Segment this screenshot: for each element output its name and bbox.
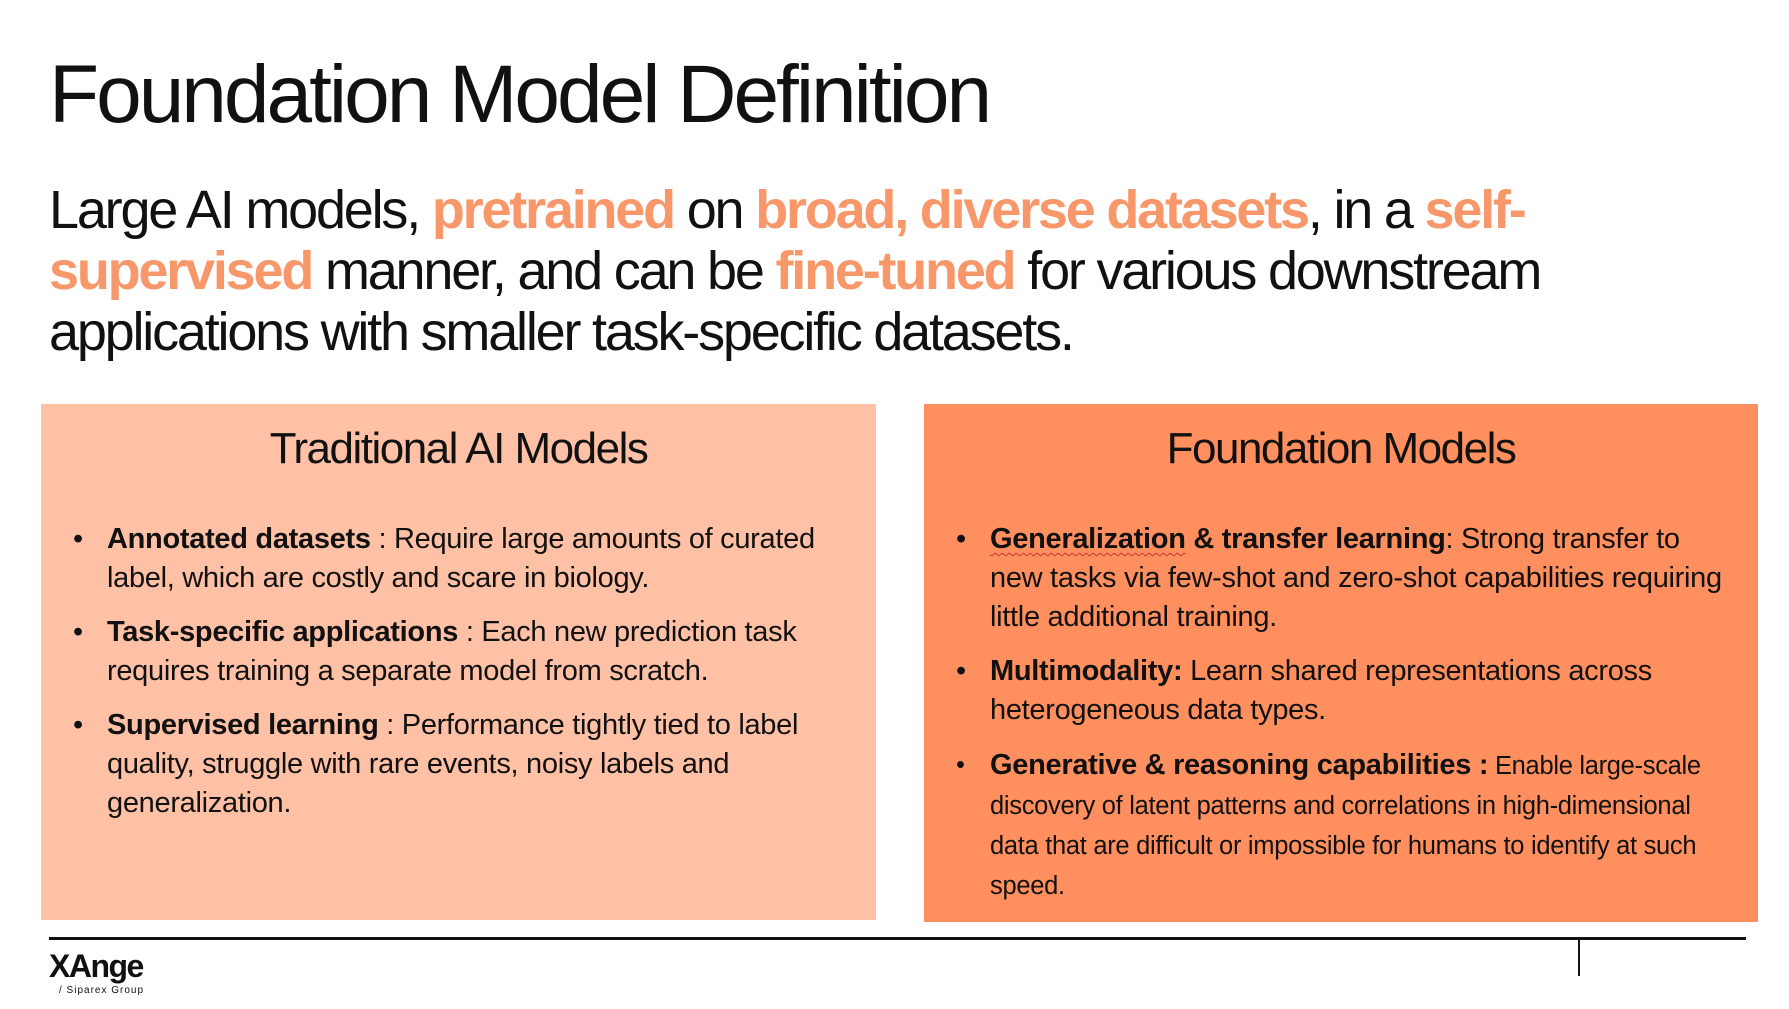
list-item: • Generative & reasoning capabilities : E…: [956, 745, 1728, 906]
list-item: • Multimodality: Learn shared representat…: [956, 652, 1728, 730]
highlight-fine-tuned: fine-tuned: [775, 241, 1017, 301]
xange-logo: XAnge / Siparex Group: [49, 948, 144, 996]
panel-heading: Traditional AI Models: [269, 424, 649, 473]
highlight-self-supervised: self-supervised: [49, 180, 1527, 301]
logo-subtext: / Siparex Group: [59, 985, 145, 996]
bullet-icon: •: [73, 616, 83, 648]
item-term: Annotated datasets: [107, 523, 371, 555]
bullet-icon: •: [956, 523, 966, 555]
traditional-models-panel: Traditional AI Models • Annotated dataset…: [41, 404, 876, 920]
list-item: • Task-specific applications : Each new p…: [73, 613, 846, 691]
item-term: Task-specific applications: [107, 616, 459, 648]
footer-tick: [1578, 938, 1580, 976]
item-term: Generalization: [990, 523, 1186, 555]
definition-text: Large AI models, pretrained on broad, di…: [49, 180, 1609, 363]
list-item: • Generalization & transfer learning: Str…: [956, 520, 1728, 637]
list-item: • Supervised learning : Performance tight…: [73, 706, 846, 823]
bullet-icon: •: [956, 751, 965, 779]
lead-text: Large AI models,: [49, 180, 432, 240]
bullet-icon: •: [73, 709, 83, 741]
panel-heading: Foundation Models: [1166, 424, 1517, 473]
item-text: : Performance tightly tied to label qual…: [107, 709, 799, 819]
item-term: & transfer learning: [1185, 523, 1446, 555]
logo-text: XAnge: [49, 948, 144, 984]
bullet-icon: •: [73, 523, 83, 555]
lead-text: on: [673, 180, 756, 240]
item-term: Supervised learning: [107, 709, 379, 741]
slide-title: Foundation Model Definition: [49, 49, 992, 140]
highlight-datasets: broad, diverse datasets: [755, 180, 1310, 240]
item-term: Generative & reasoning capabilities :: [990, 749, 1489, 781]
highlight-pretrained: pretrained: [431, 180, 676, 240]
item-text: : Require large amounts of curated label…: [107, 523, 815, 594]
list-item: • Annotated datasets : Require large amou…: [73, 520, 846, 598]
bullet-icon: •: [956, 655, 966, 687]
lead-text: , in a: [1307, 180, 1425, 240]
item-text: : Strong transfer to new tasks via few-s…: [990, 523, 1722, 633]
lead-text: for various downstream applications with…: [49, 241, 1542, 362]
foundation-models-panel: Foundation Models • Generalization & tran…: [924, 404, 1758, 922]
item-text: Enable large-scale discovery of latent p…: [990, 752, 1701, 900]
item-text: : Each new prediction task requires trai…: [107, 616, 797, 687]
item-text: Learn shared representations across hete…: [990, 655, 1652, 726]
footer-divider: [49, 937, 1746, 940]
item-term: Multimodality:: [990, 655, 1183, 687]
lead-text: manner, and can be: [312, 241, 776, 301]
